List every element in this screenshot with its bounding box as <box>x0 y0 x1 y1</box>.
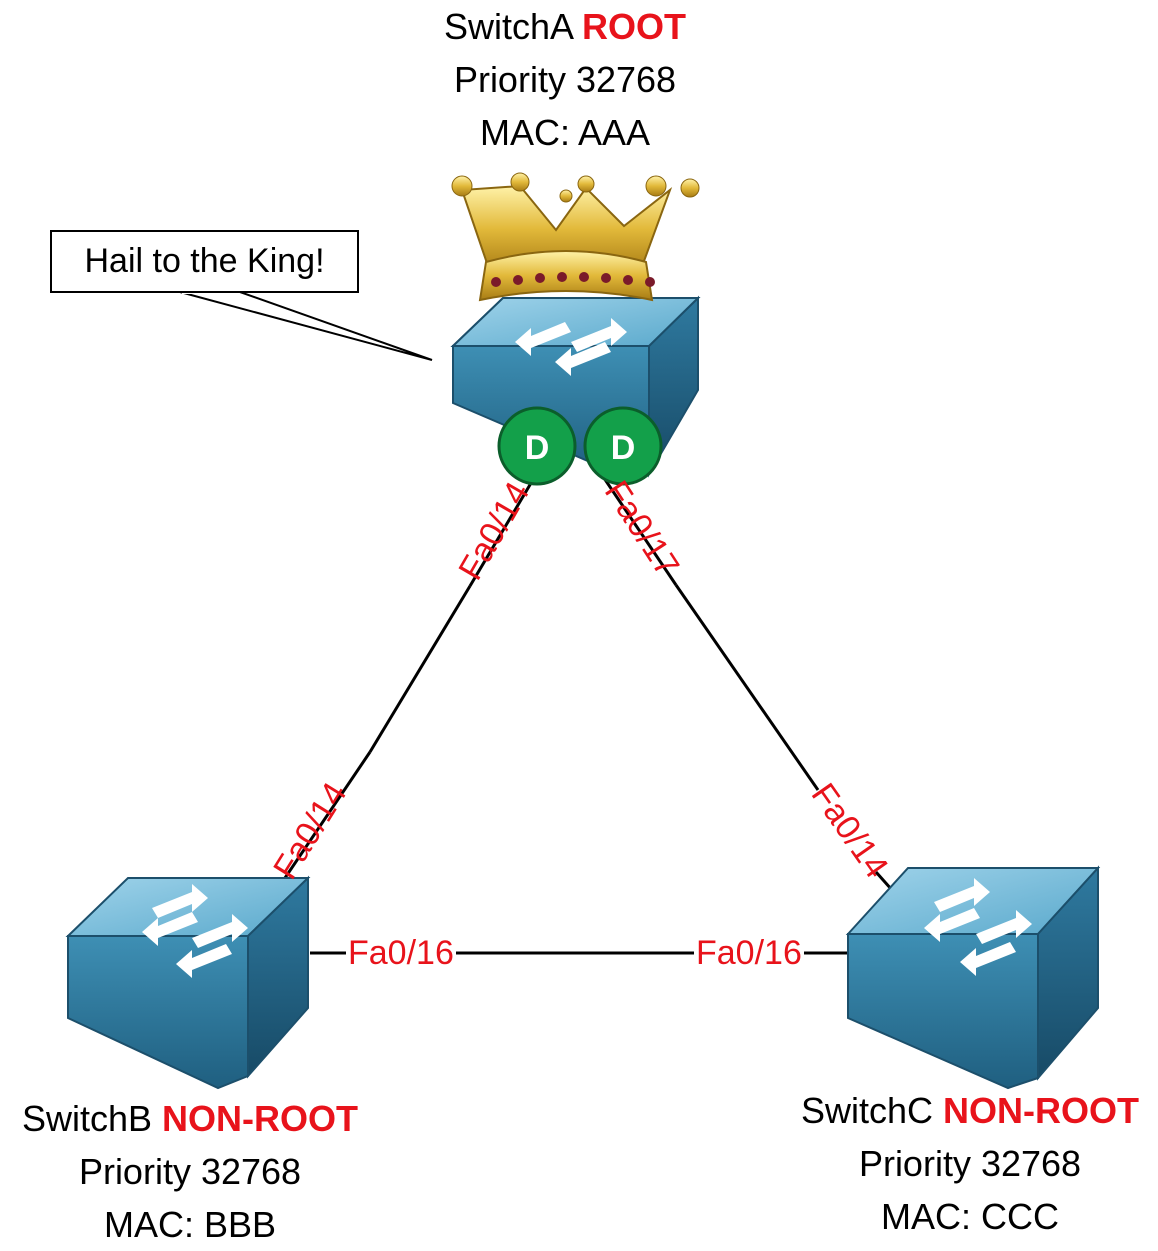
switch-c-info: SwitchC NON-ROOT Priority 32768 MAC: CCC <box>782 1084 1158 1243</box>
switch-mac: MAC: AAA <box>479 112 651 153</box>
designated-port-badge-left: D <box>497 406 577 486</box>
callout-tail <box>179 290 433 361</box>
port-label-a-left: Fa0/14 <box>451 476 537 587</box>
links <box>260 477 910 955</box>
port-label-b-top: Fa0/14 <box>266 776 354 886</box>
callout-box: Hail to the King! <box>50 230 359 293</box>
switch-icon <box>65 875 311 1090</box>
switch-priority: Priority 32768 <box>453 59 677 100</box>
crown-icon <box>451 172 700 302</box>
switch-c-title: SwitchC NON-ROOT <box>782 1084 1158 1137</box>
switch-name: SwitchB <box>21 1098 153 1139</box>
port-role-label: D <box>611 429 636 467</box>
port-label-a-right: Fa0/17 <box>597 474 687 583</box>
switch-b-info: SwitchB NON-ROOT Priority 32768 MAC: BBB <box>0 1092 380 1251</box>
switch-name: SwitchC <box>800 1090 934 1131</box>
link-a-b-upper <box>468 477 536 587</box>
designated-port-badge-right: D <box>583 406 663 486</box>
switch-role: NON-ROOT <box>162 1098 359 1139</box>
port-role-label: D <box>525 429 550 467</box>
callout-text: Hail to the King! <box>84 242 325 280</box>
switch-role: NON-ROOT <box>943 1090 1140 1131</box>
switch-mac: MAC: CCC <box>881 1196 1059 1237</box>
switch-icon <box>845 865 1101 1090</box>
switch-priority: Priority 32768 <box>78 1151 302 1192</box>
switch-role: ROOT <box>582 6 687 47</box>
port-label-c-top: Fa0/14 <box>804 777 896 886</box>
switch-a-info: SwitchA ROOT Priority 32768 MAC: AAA <box>0 0 1130 159</box>
switch-b-title: SwitchB NON-ROOT <box>0 1092 380 1145</box>
switch-mac: MAC: BBB <box>103 1204 277 1245</box>
link-a-c-upper <box>602 477 678 586</box>
port-label-c-left: Fa0/16 <box>694 932 804 974</box>
switch-a-title: SwitchA ROOT <box>0 0 1130 53</box>
link-a-b-mid <box>368 585 472 753</box>
port-label-b-right: Fa0/16 <box>346 932 456 974</box>
switch-priority: Priority 32768 <box>858 1143 1082 1184</box>
switch-name: SwitchA <box>443 6 573 47</box>
link-a-c-mid <box>674 584 820 791</box>
